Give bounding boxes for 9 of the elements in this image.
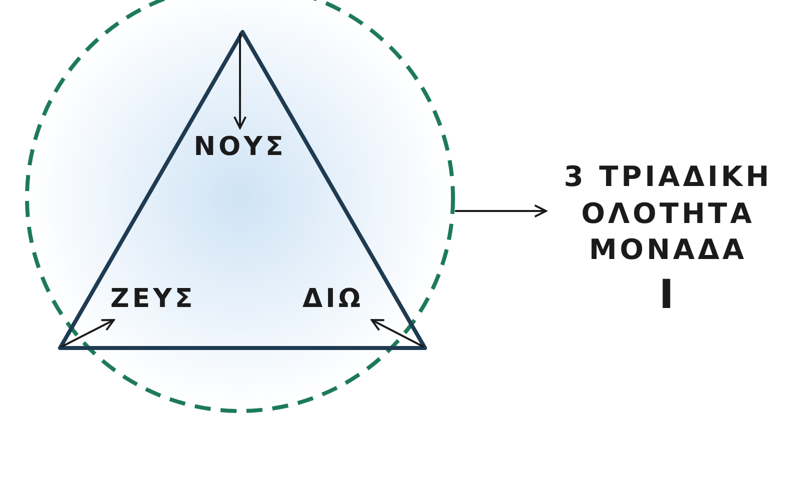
arrow bbox=[455, 204, 547, 218]
arrow bbox=[233, 33, 247, 129]
node-label: ΔΙΩ bbox=[302, 284, 364, 316]
node-label: ΝΟΥΣ bbox=[194, 132, 286, 164]
node-label: ΖΕΥΣ bbox=[110, 284, 196, 316]
node-label: 3 ΤΡΙΑΔΙΚΗ ΟΛΟΤΗΤΑ ΜΟΝΑΔΑ bbox=[562, 159, 774, 268]
arrow bbox=[60, 319, 115, 348]
numeral: I bbox=[659, 270, 677, 320]
arrow bbox=[370, 319, 424, 348]
